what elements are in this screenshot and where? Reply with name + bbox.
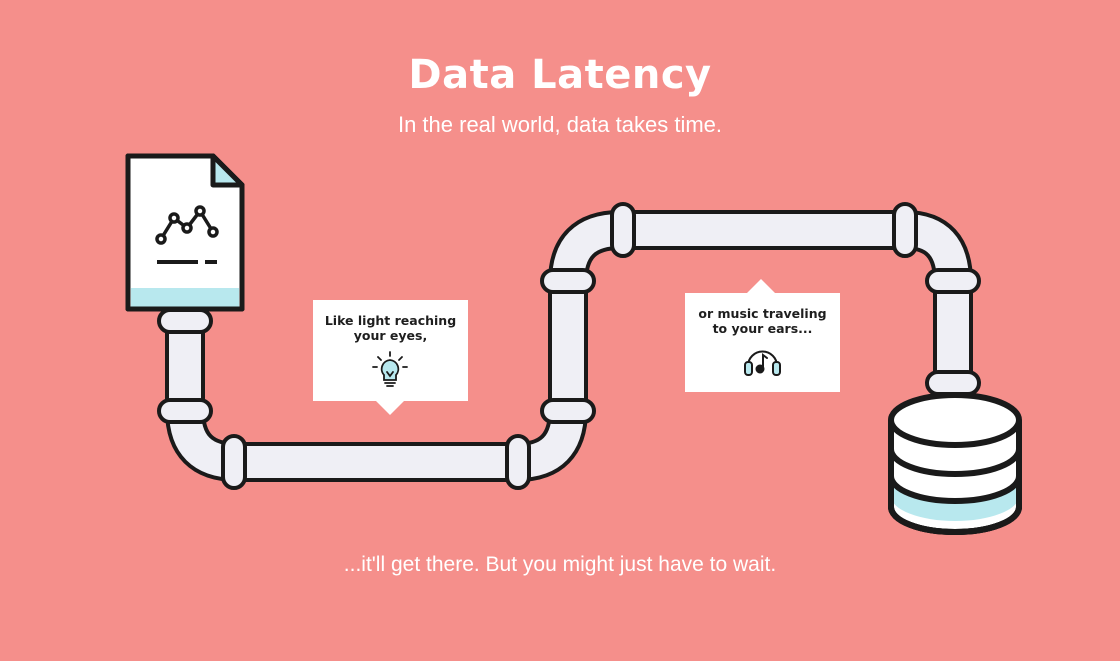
- callout-line: to your ears...: [712, 321, 813, 336]
- page-subtitle: In the real world, data takes time.: [397, 112, 723, 137]
- callout-line: Like light reaching: [324, 313, 457, 328]
- pipe-coupling: [157, 308, 213, 334]
- document-icon: [125, 153, 245, 312]
- pipe-coupling: [540, 398, 596, 424]
- pipe-couplings: [157, 202, 981, 490]
- pipe-coupling: [540, 268, 596, 294]
- callout-line: or music traveling: [698, 306, 827, 321]
- callout-light: Like light reaching your eyes,: [313, 300, 468, 415]
- pipeline: [165, 210, 973, 482]
- pipe-coupling: [505, 434, 531, 490]
- callout-music: or music traveling to your ears...: [685, 279, 840, 392]
- line-chart-glyph: [155, 205, 219, 245]
- pipe-coupling: [610, 202, 636, 258]
- pipe-coupling: [892, 202, 918, 258]
- pipe-coupling: [925, 268, 981, 294]
- database-icon: [888, 392, 1022, 535]
- pipe-coupling: [221, 434, 247, 490]
- pipe-coupling: [157, 398, 213, 424]
- headphones-icon: [744, 350, 781, 376]
- page-title: Data Latency: [408, 52, 712, 98]
- callout-line: your eyes,: [353, 328, 428, 343]
- lightbulb-icon: [372, 351, 408, 387]
- footer-caption: ...it'll get there. But you might just h…: [343, 553, 777, 576]
- pipe-coupling: [925, 370, 981, 396]
